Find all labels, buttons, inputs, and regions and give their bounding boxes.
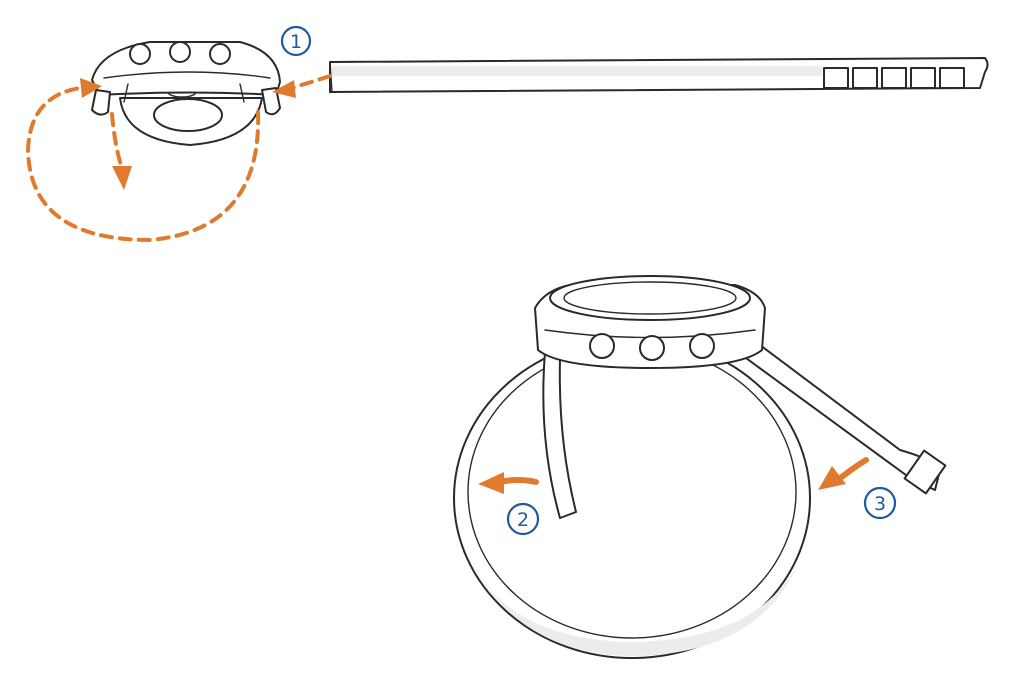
step-2-label: 2 [517,509,529,531]
step-3-marker: 3 [863,486,897,520]
step-2-arrow [478,472,539,494]
loop-watch-button-right [689,333,715,359]
band-slot [823,67,849,89]
step-3-arrow [818,457,869,490]
curved-arrow-in-icon [835,457,869,483]
band-slot [910,67,936,89]
step-1-marker: 1 [280,25,312,57]
loop-watch-button-middle [639,335,665,361]
loop-watch-button-left [589,333,615,359]
step-2-marker: 2 [506,502,540,536]
band-tucked-end [542,351,577,519]
watch-button-left [129,43,151,65]
band-slot [881,67,907,89]
step-3-label: 3 [874,493,886,515]
step-1-label: 1 [290,31,302,53]
dashed-arrow-loop-icon [25,86,261,243]
watch-button-right [209,43,231,65]
curved-arrow-left-icon [497,477,539,485]
watch-button-middle [169,41,191,63]
watch-case-top-view [91,41,281,146]
band-slot [939,67,965,89]
band-slot [852,67,878,89]
watch-band-loop [453,275,947,659]
step-1-arrows [25,74,332,243]
straight-band [329,57,989,93]
dashed-arrow-insert-icon [290,74,332,90]
dashed-arrow-down-icon [110,112,124,170]
